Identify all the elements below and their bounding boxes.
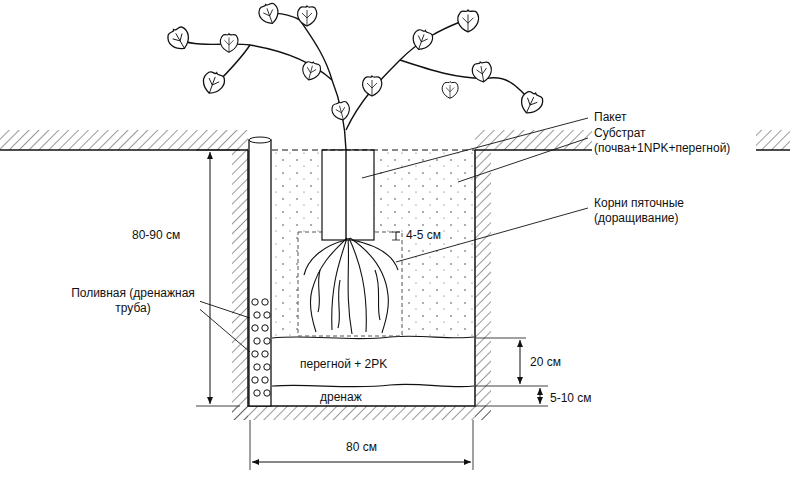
pipe-hole xyxy=(254,364,260,370)
dimension-label: 4-5 см xyxy=(404,228,443,243)
pipe-hole xyxy=(252,377,258,383)
pipe-hole xyxy=(254,312,260,318)
pipe-hole xyxy=(262,299,268,305)
pipe-hole xyxy=(254,338,260,344)
pipe-hole xyxy=(264,364,270,370)
dimension-label: 80 см xyxy=(344,440,379,455)
pipe-hole xyxy=(254,390,260,396)
pipe-hole xyxy=(252,351,258,357)
part-label: Корни пяточные (доращивание) xyxy=(592,196,711,226)
dimension-label: 20 см xyxy=(528,355,563,370)
pipe-hole xyxy=(264,390,270,396)
dimension-label: 5-10 см xyxy=(548,391,594,406)
pipe-hole xyxy=(252,325,258,331)
part-label: Поливная (дренажная труба) xyxy=(66,286,200,316)
part-label: Субстрат (почва+1NPK+перегной) xyxy=(592,126,756,156)
pipe-hole xyxy=(264,338,270,344)
pipe-hole xyxy=(264,312,270,318)
layer-label: перегной + 2PK xyxy=(298,357,389,372)
pipe-hole xyxy=(262,377,268,383)
part-label: Пакет xyxy=(592,110,628,125)
layer-label: дренаж xyxy=(318,390,364,405)
pipe-hole xyxy=(262,351,268,357)
pipe-hole xyxy=(262,325,268,331)
pipe-hole xyxy=(252,299,258,305)
dimension-label: 80-90 см xyxy=(130,228,182,243)
